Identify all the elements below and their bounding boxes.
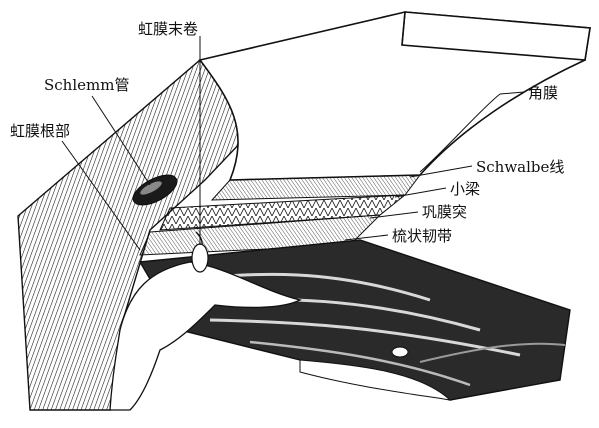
label-iris-root: 虹膜根部 [10, 124, 70, 139]
label-scleral-spur: 巩膜突 [422, 205, 467, 220]
label-pectinate-ligament: 梳状韧带 [392, 229, 452, 244]
label-schlemm-canal: Schlemm管 [44, 78, 129, 93]
iris-process [192, 244, 208, 272]
label-cornea: 角膜 [528, 86, 558, 101]
label-schwalbe-line: Schwalbe线 [476, 160, 564, 175]
label-trabecula: 小梁 [450, 182, 480, 197]
label-iris-process: 虹膜末卷 [138, 22, 198, 37]
